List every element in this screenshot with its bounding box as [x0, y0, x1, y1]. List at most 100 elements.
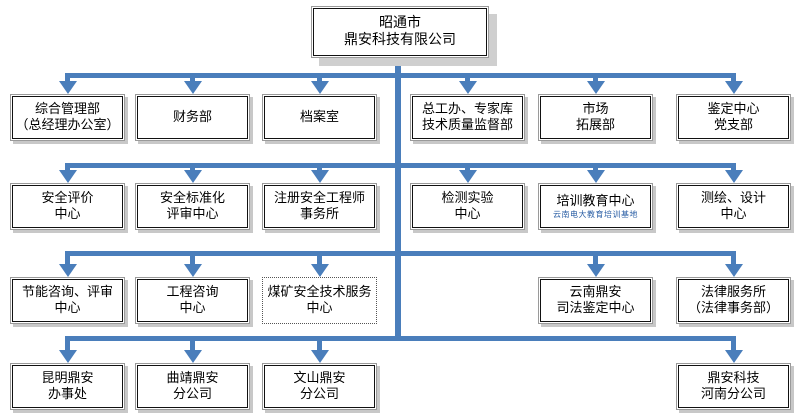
org-node-root[interactable]: 昭通市 鼎安科技有限公司	[311, 6, 489, 58]
org-node-inner: 测绘、设计中心	[678, 185, 789, 228]
org-node-label-line-2: 办事处	[47, 386, 87, 402]
connector-arrowhead	[586, 264, 605, 277]
org-node-label-line-1: 测绘、设计	[700, 191, 766, 207]
org-node-level-4-col-2[interactable]: 曲靖鼎安分公司	[135, 363, 250, 410]
org-node-label-line-1: 煤矿安全技术服务	[267, 285, 372, 301]
connector-stem	[190, 163, 195, 170]
connector-arrowhead	[310, 170, 329, 183]
org-node-level-2-col-3[interactable]: 注册安全工程师事务所	[262, 183, 377, 230]
org-node-level-3-col-1[interactable]: 节能咨询、评审中心	[10, 277, 125, 324]
org-node-level-1-col-2[interactable]: 财务部	[135, 94, 250, 141]
org-node-level-1-col-6[interactable]: 鉴定中心党支部	[676, 94, 791, 141]
org-node-inner: 安全评价中心	[12, 185, 123, 228]
distribution-bar-level-2	[67, 163, 734, 168]
org-node-inner: 文山鼎安分公司	[264, 365, 375, 408]
connector-arrowhead	[586, 81, 605, 94]
connector-arrowhead	[183, 350, 202, 363]
org-node-level-3-col-6[interactable]: 法律服务所（法律事务部）	[676, 277, 791, 324]
org-node-inner: 市场拓展部	[540, 96, 651, 139]
org-node-label-line-2: 中心	[306, 300, 333, 316]
org-node-label-line-2: 中心	[454, 206, 481, 222]
org-node-label-line-1: 安全评价	[41, 191, 94, 207]
org-node-level-4-col-1[interactable]: 昆明鼎安办事处	[10, 363, 125, 410]
org-node-label-line-1: 鉴定中心	[707, 102, 760, 118]
org-node-label-line-2: 拓展部	[575, 117, 615, 133]
org-node-label-line-1: 鼎安科技	[707, 371, 760, 387]
org-node-level-3-col-5[interactable]: 云南鼎安司法鉴定中心	[538, 277, 653, 324]
org-node-level-4-col-3[interactable]: 文山鼎安分公司	[262, 363, 377, 410]
connector-arrowhead	[58, 264, 77, 277]
connector-stem	[317, 251, 322, 264]
org-node-inner: 财务部	[137, 96, 248, 139]
connector-stem	[190, 73, 195, 81]
connector-arrowhead	[183, 170, 202, 183]
connector-arrowhead	[183, 81, 202, 94]
connector-arrowhead	[724, 264, 743, 277]
connector-stem	[465, 73, 470, 81]
connector-stem	[593, 73, 598, 81]
connector-arrowhead	[724, 81, 743, 94]
org-node-inner: 档案室	[264, 96, 375, 139]
distribution-bar-level-3	[67, 251, 734, 256]
connector-stem	[731, 336, 736, 350]
org-node-label-line-2: 中心	[54, 206, 81, 222]
org-node-label-line-2: 司法鉴定中心	[556, 300, 635, 316]
org-node-label-line-2: （法律事务部）	[687, 300, 779, 316]
connector-arrowhead	[58, 170, 77, 183]
org-node-level-2-col-5[interactable]: 培训教育中心云南电大教育培训基地	[538, 183, 653, 230]
connector-stem	[731, 163, 736, 170]
org-node-inner: 鉴定中心党支部	[678, 96, 789, 139]
connector-stem	[317, 336, 322, 350]
org-node-inner: 综合管理部（总经理办公室）	[12, 96, 123, 139]
org-node-inner: 培训教育中心云南电大教育培训基地	[540, 185, 651, 228]
org-node-label-line-1: 培训教育中心	[556, 193, 635, 209]
org-node-inner: 节能咨询、评审中心	[12, 279, 123, 322]
org-node-label-line-1: 法律服务所	[700, 285, 766, 301]
distribution-bar-level-4	[67, 336, 734, 341]
org-node-label-line-2: 中心	[720, 206, 747, 222]
org-node-label-line-1: 节能咨询、评审	[21, 285, 113, 301]
connector-stem	[65, 73, 70, 81]
org-node-label-line-2: 河南分公司	[700, 386, 766, 402]
org-node-level-2-col-1[interactable]: 安全评价中心	[10, 183, 125, 230]
org-node-inner: 总工办、专家库技术质量监督部	[412, 96, 523, 139]
org-node-level-4-col-6[interactable]: 鼎安科技河南分公司	[676, 363, 791, 410]
connector-arrowhead	[58, 81, 77, 94]
connector-stem	[190, 251, 195, 264]
connector-arrowhead	[458, 170, 477, 183]
connector-stem	[65, 251, 70, 264]
org-node-inner: 昆明鼎安办事处	[12, 365, 123, 408]
org-node-level-3-col-3[interactable]: 煤矿安全技术服务中心	[262, 277, 377, 324]
org-node-level-2-col-4[interactable]: 检测实验中心	[410, 183, 525, 230]
connector-stem	[65, 336, 70, 350]
connector-arrowhead	[58, 350, 77, 363]
org-node-inner: 曲靖鼎安分公司	[137, 365, 248, 408]
connector-stem	[317, 163, 322, 170]
org-node-level-1-col-3[interactable]: 档案室	[262, 94, 377, 141]
org-node-label-line-1: 曲靖鼎安	[166, 371, 219, 387]
org-node-label-line-2: 评审中心	[166, 206, 219, 222]
org-node-level-2-col-6[interactable]: 测绘、设计中心	[676, 183, 791, 230]
org-node-label-line-1: 总工办、专家库	[421, 102, 513, 118]
org-node-label-line-1: 昆明鼎安	[41, 371, 94, 387]
org-node-root-inner: 昭通市 鼎安科技有限公司	[313, 8, 487, 56]
org-node-label-line-2: 事务所	[299, 206, 339, 222]
org-node-label-line-1: 云南鼎安	[569, 285, 622, 301]
org-node-level-1-col-1[interactable]: 综合管理部（总经理办公室）	[10, 94, 125, 141]
org-node-label-line-1: 档案室	[299, 109, 339, 125]
org-node-label-line-1: 检测实验	[441, 191, 494, 207]
org-node-label-line-2: 分公司	[172, 386, 212, 402]
org-node-label-line-2: 中心	[179, 300, 206, 316]
connector-arrowhead	[724, 350, 743, 363]
org-node-label-line-2: 分公司	[299, 386, 339, 402]
connector-arrowhead	[310, 81, 329, 94]
connector-arrowhead	[183, 264, 202, 277]
org-node-label-line-1: 财务部	[172, 109, 212, 125]
org-node-level-2-col-2[interactable]: 安全标准化评审中心	[135, 183, 250, 230]
org-node-root-line-2: 鼎安科技有限公司	[344, 32, 456, 48]
org-node-label-line-1: 文山鼎安	[293, 371, 346, 387]
org-node-level-3-col-2[interactable]: 工程咨询中心	[135, 277, 250, 324]
org-node-level-1-col-4[interactable]: 总工办、专家库技术质量监督部	[410, 94, 525, 141]
org-node-level-1-col-5[interactable]: 市场拓展部	[538, 94, 653, 141]
org-node-label-line-1: 注册安全工程师	[273, 191, 365, 207]
